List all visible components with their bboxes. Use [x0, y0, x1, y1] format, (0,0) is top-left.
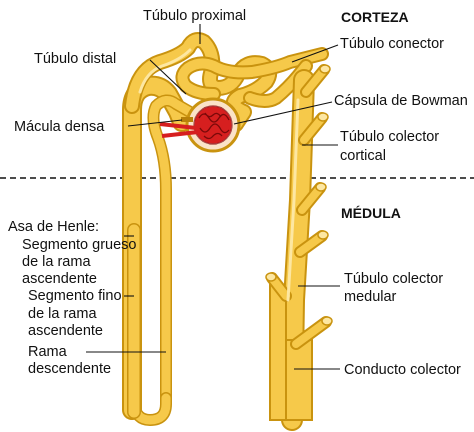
region-cortex: CORTEZA: [341, 9, 409, 25]
label-cortical-collecting-2: cortical: [340, 148, 386, 164]
label-thin-ascending-1: Segmento fino: [28, 288, 122, 304]
label-descending-2: descendente: [28, 361, 111, 377]
afferent-arteriole: [159, 122, 197, 130]
proximal-tubule: [124, 32, 278, 132]
region-medulla: MÉDULA: [341, 205, 401, 221]
label-medullary-collecting-1: Túbulo colector: [344, 271, 443, 287]
label-descending-1: Rama: [28, 344, 68, 360]
efferent-arteriole: [161, 130, 199, 138]
label-henle-title: Asa de Henle:: [8, 219, 99, 235]
label-thick-ascending-1: Segmento grueso: [22, 237, 136, 253]
label-macula-densa: Mácula densa: [14, 119, 105, 135]
distal-tubule: [175, 47, 329, 108]
label-bowman-capsule: Cápsula de Bowman: [334, 93, 468, 109]
label-collecting-duct: Conducto colector: [344, 362, 461, 378]
collecting-duct-system: [265, 64, 333, 431]
label-connecting-tubule: Túbulo conector: [340, 36, 444, 52]
label-proximal-tubule: Túbulo proximal: [143, 8, 246, 24]
collecting-branches: [265, 64, 333, 350]
label-distal-tubule: Túbulo distal: [34, 51, 116, 67]
label-thick-ascending-2: de la rama: [22, 254, 91, 270]
label-cortical-collecting-1: Túbulo colector: [340, 129, 439, 145]
leader-lines: [86, 24, 340, 370]
nephron: [122, 32, 329, 426]
label-thin-ascending-2: de la rama: [28, 306, 97, 322]
label-medullary-collecting-2: medular: [344, 289, 397, 305]
macula-densa: [181, 117, 193, 122]
label-thick-ascending-3: ascendente: [22, 271, 97, 287]
bowman-capsule: [159, 97, 241, 153]
label-thin-ascending-3: ascendente: [28, 323, 103, 339]
